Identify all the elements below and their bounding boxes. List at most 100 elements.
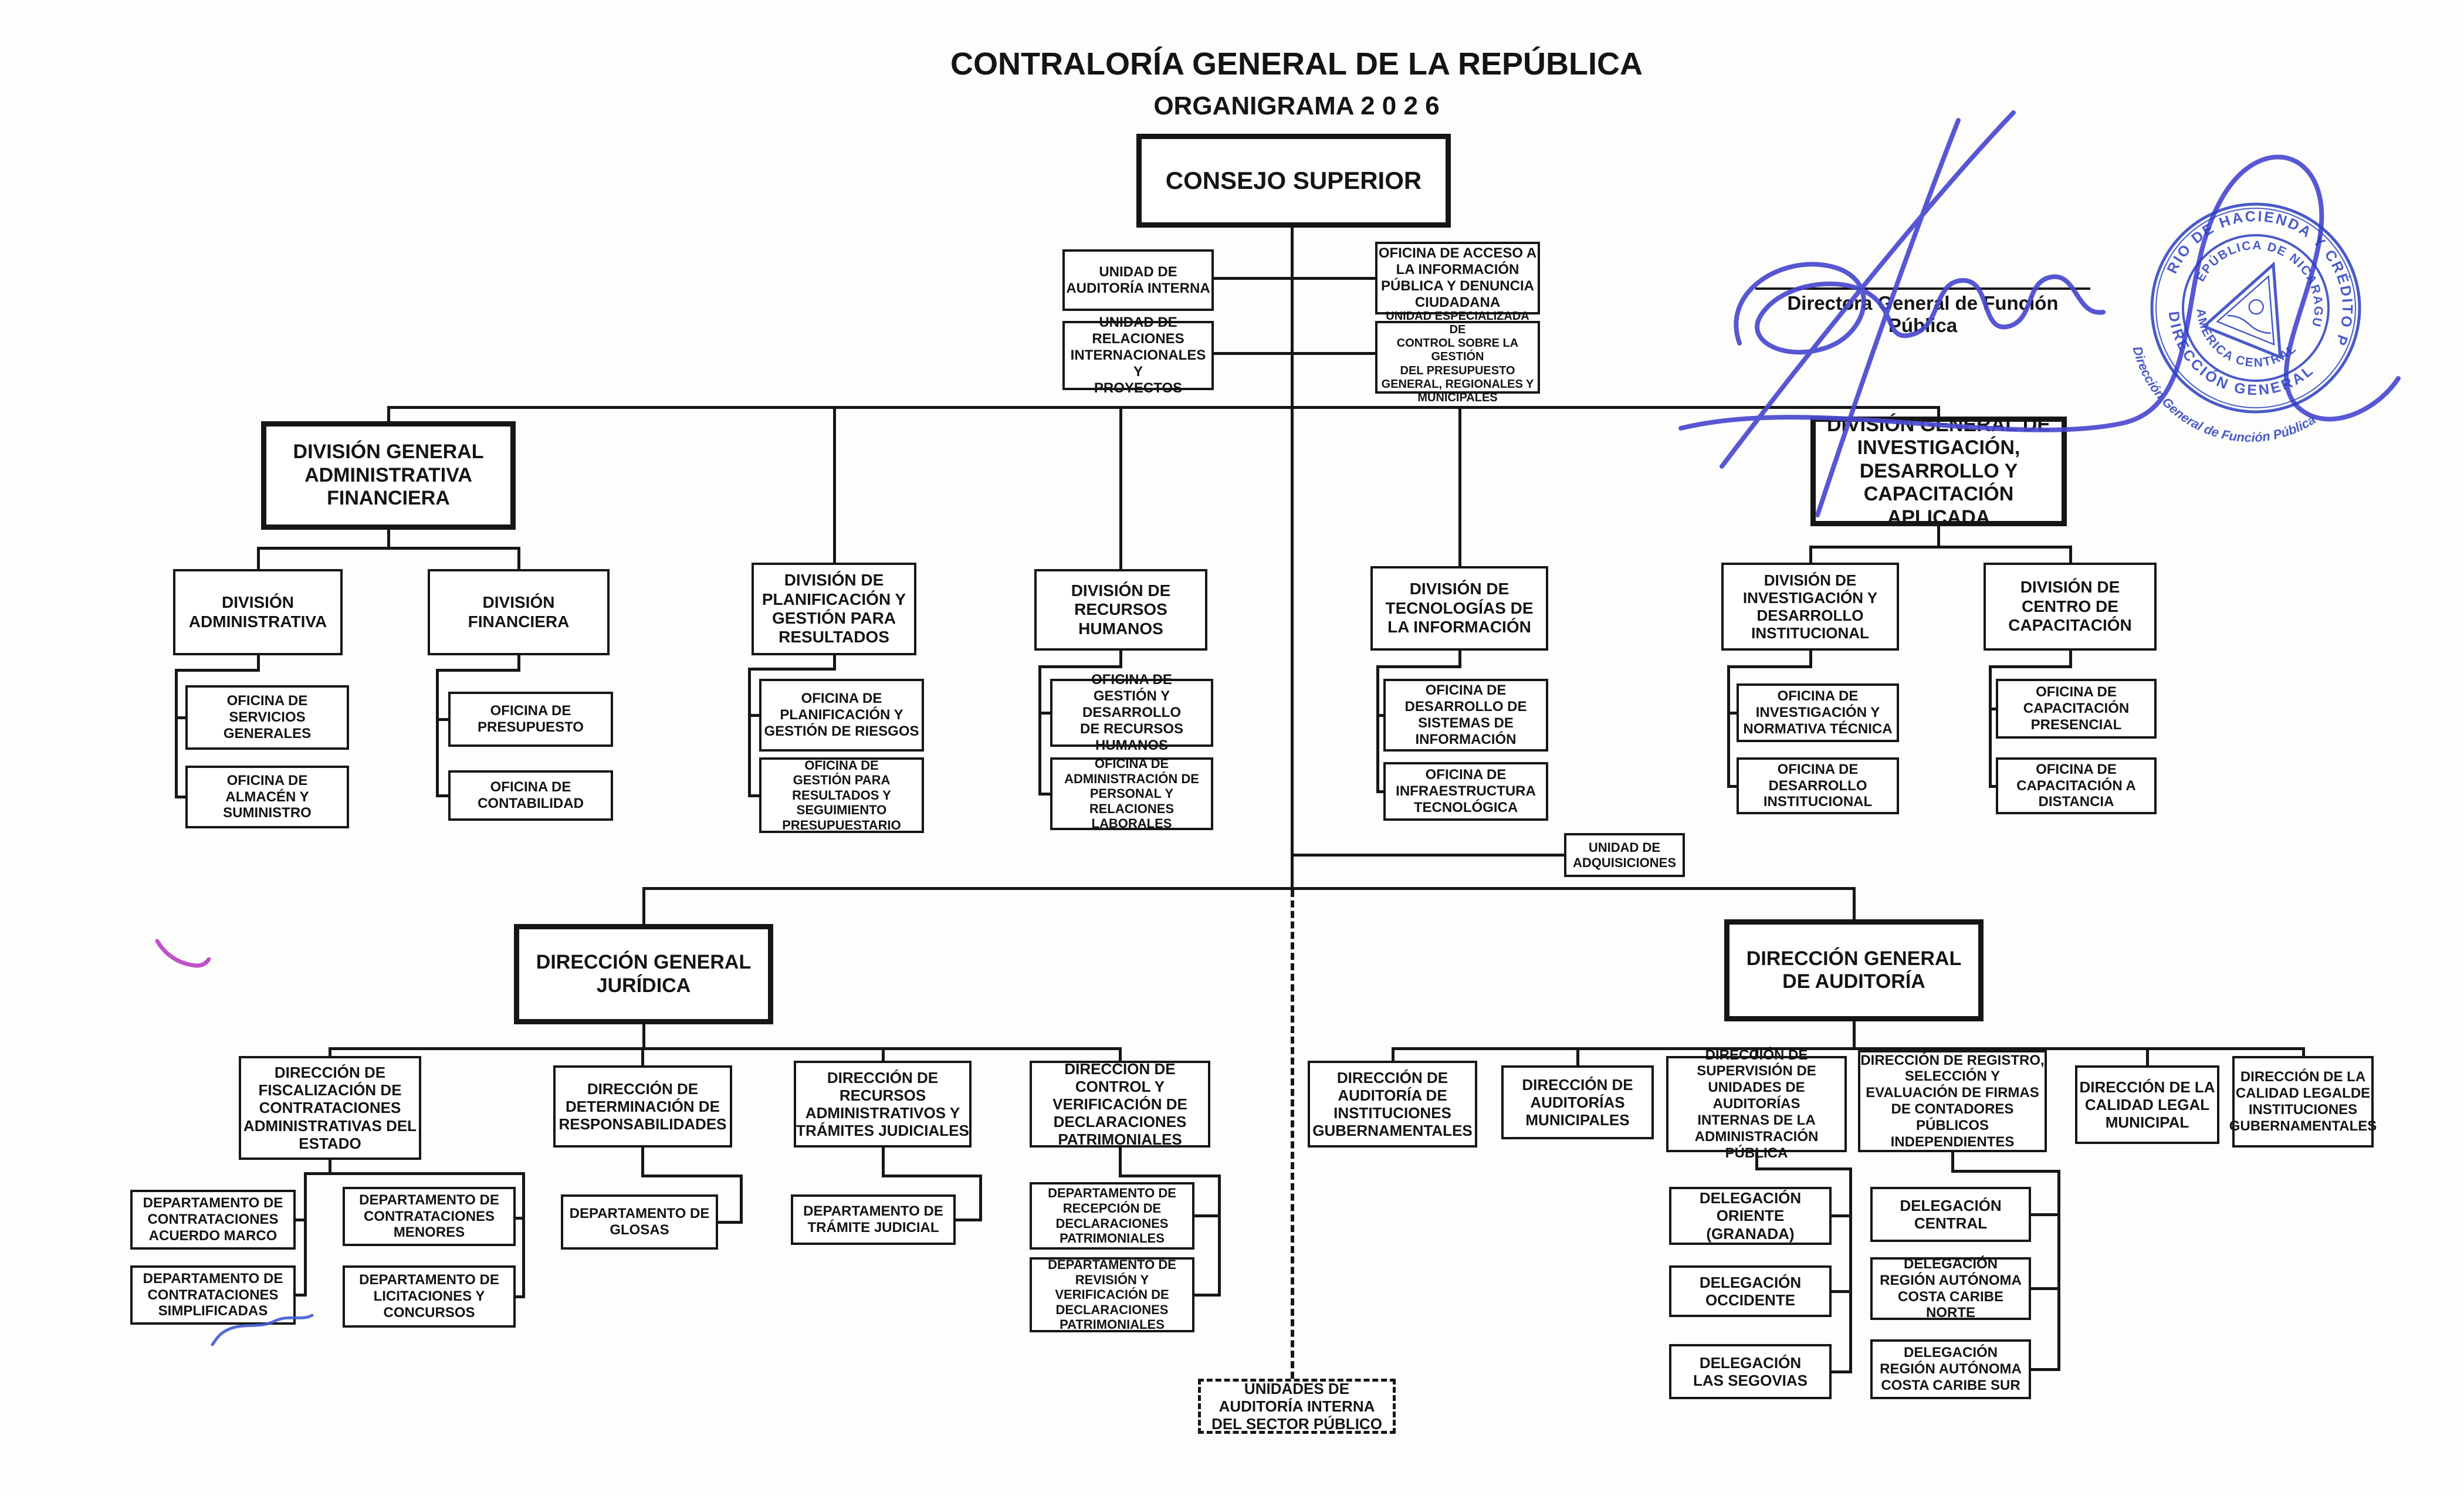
- connector: [2031, 1368, 2060, 1371]
- connector: [516, 1295, 525, 1298]
- node-oficina-capacitacion-presencial: OFICINA DE CAPACITACIÓN PRESENCIAL: [1996, 679, 2157, 739]
- connector: [1213, 277, 1292, 280]
- connector: [175, 796, 187, 798]
- connector: [257, 547, 520, 550]
- node-oficina-almacen-suministro: OFICINA DE ALMACÉN Y SUMINISTRO: [185, 766, 349, 828]
- connector: [748, 668, 751, 797]
- connector: [522, 1172, 525, 1298]
- connector: [2069, 546, 2072, 564]
- node-delegacion-caribe-norte: DELEGACIÓN REGIÓN AUTÓNOMA COSTA CARIBE …: [1870, 1256, 2031, 1321]
- node-direccion-registro-seleccion: DIRECCIÓN DE REGISTRO, SELECCIÓN Y EVALU…: [1858, 1050, 2047, 1152]
- connector: [979, 1175, 982, 1221]
- node-delegacion-central: DELEGACIÓN CENTRAL: [1870, 1187, 2031, 1242]
- node-oficina-desarrollo-institucional: OFICINA DE DESARROLLO INSTITUCIONAL: [1737, 757, 1899, 814]
- node-delegacion-occidente: DELEGACIÓN OCCIDENTE: [1669, 1265, 1832, 1317]
- node-oficina-servicios-generales: OFICINA DE SERVICIOS GENERALES: [185, 685, 349, 750]
- node-unidad-especializada-control: UNIDAD ESPECIALIZADA DE CONTROL SOBRE LA…: [1375, 310, 1540, 404]
- connector: [1809, 651, 1812, 668]
- connector: [1119, 1047, 1122, 1062]
- connector: [1809, 546, 1812, 564]
- connector: [1292, 352, 1375, 355]
- connector: [1392, 1047, 2304, 1050]
- svg-text:MINISTERIO DE HACIENDA Y CRÉDI: MINISTERIO DE HACIENDA Y CRÉDITO PÚBLICO: [2161, 178, 2385, 349]
- connector: [1937, 526, 1940, 549]
- connector: [2069, 651, 2072, 668]
- node-departamento-licitaciones-concursos: DEPARTAMENTO DE LICITACIONES Y CONCURSOS: [343, 1265, 516, 1328]
- connector: [1755, 1152, 1758, 1170]
- connector: [1376, 665, 1461, 668]
- node-delegacion-las-segovias: DELEGACIÓN LAS SEGOVIAS: [1669, 1344, 1832, 1399]
- node-oficina-gestion-resultados: OFICINA DE GESTIÓN PARA RESULTADOS Y SEG…: [759, 757, 924, 833]
- connector: [175, 669, 260, 672]
- connector: [257, 547, 260, 570]
- connector: [1119, 1148, 1122, 1177]
- connector: [1194, 1214, 1221, 1217]
- connector: [642, 1024, 645, 1049]
- connector: [175, 716, 187, 719]
- connector: [1038, 665, 1122, 668]
- node-departamento-contrataciones-acuerdo-marco: DEPARTAMENTO DE CONTRATACIONES ACUERDO M…: [130, 1190, 296, 1250]
- connector: [1194, 1294, 1221, 1297]
- node-direccion-general-auditoria: DIRECCIÓN GENERAL DE AUDITORÍA: [1724, 919, 1984, 1021]
- node-division-centro-capacitacion: DIVISIÓN DE CENTRO DE CAPACITACIÓN: [1984, 563, 2157, 651]
- connector: [436, 718, 449, 721]
- node-direccion-determinacion-responsabilidades: DIRECCIÓN DE DETERMINACIÓN DE RESPONSABI…: [553, 1065, 732, 1148]
- connector: [882, 1148, 885, 1177]
- connector: [329, 1047, 331, 1057]
- connector: [833, 406, 836, 563]
- connector: [641, 1047, 644, 1067]
- connector: [1458, 406, 1461, 567]
- connector: [642, 887, 645, 924]
- connector: [641, 1148, 644, 1177]
- connector: [329, 1047, 1122, 1050]
- connector: [1392, 1047, 1395, 1062]
- connector: [1038, 665, 1041, 794]
- connector: [257, 655, 260, 671]
- node-oficina-gestion-desarrollo-rrhh: OFICINA DE GESTIÓN Y DESARROLLO DE RECUR…: [1050, 672, 1213, 753]
- connector: [2031, 1287, 2060, 1290]
- stamp-text-script: Dirección General de Función Pública: [2110, 340, 2321, 474]
- connector: [1989, 785, 1997, 788]
- svg-text:DIRECCIÓN GENERAL: DIRECCIÓN GENERAL: [2145, 305, 2320, 422]
- svg-text:AMÉRICA CENTRAL: AMÉRICA CENTRAL: [2180, 303, 2301, 387]
- connector: [1849, 1167, 1852, 1373]
- node-division-planificacion: DIVISIÓN DE PLANIFICACIÓN Y GESTIÓN PARA…: [752, 563, 916, 655]
- connector: [436, 794, 449, 797]
- node-division-tecnologias: DIVISIÓN DE TECNOLOGÍAS DE LA INFORMACIÓ…: [1370, 566, 1548, 651]
- connector: [1755, 1047, 1758, 1057]
- node-departamento-tramite-judicial: DEPARTAMENTO DE TRÁMITE JUDICIAL: [791, 1194, 956, 1245]
- node-unidad-adquisiciones: UNIDAD DE ADQUISICIONES: [1564, 833, 1685, 877]
- node-oficina-capacitacion-distancia: OFICINA DE CAPACITACIÓN A DISTANCIA: [1996, 757, 2157, 814]
- svg-text:Dirección General de Función P: Dirección General de Función Pública: [2110, 340, 2321, 474]
- node-direccion-auditoria-instituciones: DIRECCIÓN DE AUDITORÍA DE INSTITUCIONES …: [1308, 1061, 1477, 1148]
- node-direccion-calidad-legal-instituciones: DIRECCIÓN DE LA CALIDAD LEGALDE INSTITUC…: [2229, 1056, 2377, 1148]
- connector: [718, 1221, 743, 1224]
- pen-mark-purple: [155, 939, 211, 968]
- connector: [517, 655, 520, 671]
- connector: [1853, 887, 1856, 919]
- connector: [748, 668, 836, 671]
- node-direccion-auditorias-municipales: DIRECCIÓN DE AUDITORÍAS MUNICIPALES: [1501, 1065, 1654, 1139]
- svg-text:REPÚBLICA DE NICARAGUA: REPÚBLICA DE NICARAGUA: [2191, 218, 2346, 337]
- connector: [1376, 790, 1385, 793]
- connector: [1727, 665, 1812, 668]
- connector: [1292, 854, 1564, 857]
- node-direccion-general-juridica: DIRECCIÓN GENERAL JURÍDICA: [514, 924, 773, 1024]
- connector: [1727, 785, 1738, 788]
- dashed-connector: [1291, 890, 1294, 1379]
- connector: [436, 669, 439, 797]
- node-oficina-planificacion-riesgos: OFICINA DE PLANIFICACIÓN Y GESTIÓN DE RI…: [759, 679, 924, 752]
- connector: [296, 1294, 306, 1297]
- connector: [1291, 228, 1294, 889]
- connector: [740, 1175, 743, 1224]
- node-oficina-administracion-personal: OFICINA DE ADMINISTRACIÓN DE PERSONAL Y …: [1050, 756, 1213, 831]
- official-stamp: MINISTERIO DE HACIENDA Y CRÉDITO PÚBLICO…: [2110, 178, 2386, 474]
- connector: [956, 1219, 982, 1221]
- connector: [1376, 665, 1379, 791]
- node-direccion-supervision-unidades: DIRECCIÓN DE SUPERVISIÓN DE UNIDADES DE …: [1666, 1047, 1847, 1161]
- connector: [2146, 1047, 2149, 1067]
- connector: [1989, 665, 1992, 786]
- connector: [175, 669, 178, 798]
- page-title: CONTRALORÍA GENERAL DE LA REPÚBLICA: [950, 46, 1643, 82]
